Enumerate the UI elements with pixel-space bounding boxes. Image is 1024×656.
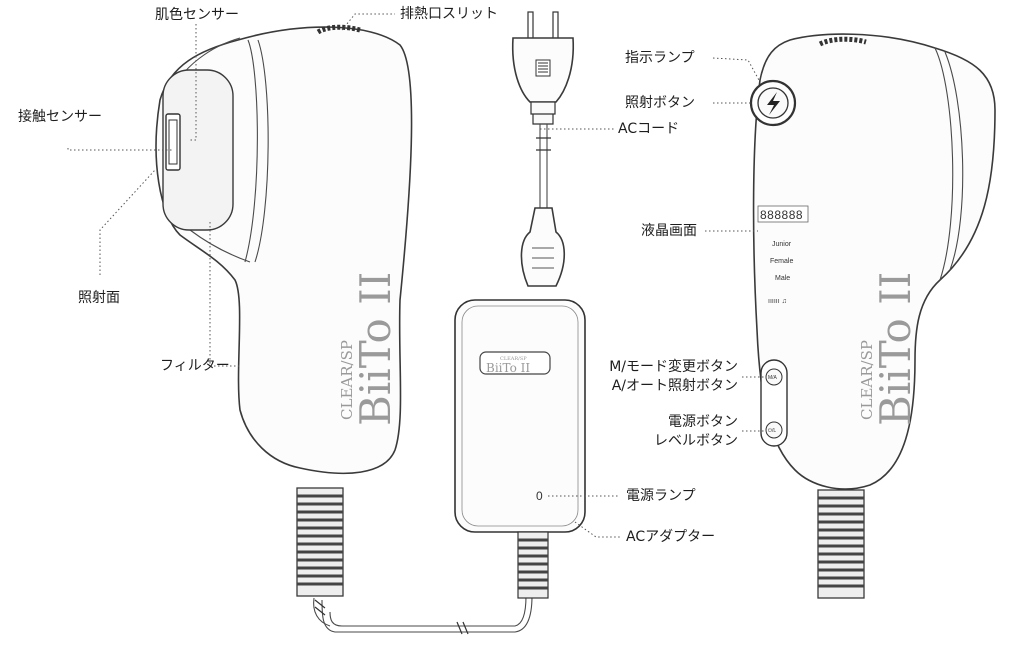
label-power-button: 電源ボタン [668, 414, 738, 430]
lcd-digits: 888888 [760, 208, 803, 222]
contact-sensor-part [165, 113, 181, 171]
lcd-mode-female: Female [770, 258, 793, 265]
label-contact-sensor: 接触センサー [18, 109, 102, 125]
label-irradiation-surface: 照射面 [78, 290, 120, 306]
label-irradiation-button: 照射ボタン [625, 95, 695, 111]
label-filter: フィルター [160, 358, 230, 374]
left-brand-small: CLEAR/SP [338, 340, 356, 420]
ac-connector [520, 207, 566, 287]
left-device: CLEAR/SP BiiTo II [155, 24, 533, 633]
plug-and-adapter: CLEAR/SP BiiTo II 0 [314, 11, 586, 635]
right-device: 888888 Junior Female Male ıııııı ♫ M/A ⏻… [749, 33, 996, 599]
power-button[interactable] [765, 421, 783, 439]
lcd-level-indicator: ıııııı ♫ [768, 298, 787, 305]
lcd-mode-junior: Junior [772, 241, 792, 248]
power-lamp-indicator: 0 [536, 489, 543, 503]
mode-button-label: M/A [768, 375, 778, 381]
label-skin-color-sensor: 肌色センサー [155, 7, 239, 23]
lightning-icon [767, 92, 780, 115]
label-lcd-screen: 液晶画面 [641, 223, 697, 239]
label-auto-irradiation-button: A/オート照射ボタン [611, 378, 738, 394]
cord-device-to-adapter [321, 595, 533, 633]
label-power-lamp: 電源ランプ [626, 488, 696, 504]
left-brand-large: BiiTo II [351, 272, 400, 426]
mode-button[interactable] [765, 368, 783, 386]
lcd-screen-panel [757, 205, 809, 223]
right-brand-small: CLEAR/SP [858, 340, 876, 420]
right-brand-large: BiiTo II [871, 272, 920, 426]
right-device-body [752, 33, 996, 490]
label-ac-adapter: ACアダプター [626, 529, 716, 545]
ac-adapter-box [454, 299, 586, 533]
power-button-label: ⏻/L [768, 428, 776, 434]
leader-lines [67, 13, 766, 538]
adapter-brand-large: BiiTo II [486, 361, 530, 375]
adapter-logo-plate [479, 351, 551, 375]
label-mode-change-button: M/モード変更ボタン [609, 359, 738, 375]
right-exhaust-slit [818, 36, 867, 47]
left-cord-strain-relief [296, 487, 344, 627]
label-indicator-lamp: 指示ランプ [625, 50, 695, 66]
adapter-brand-small: CLEAR/SP [500, 356, 527, 362]
label-level-button: レベルボタン [654, 433, 738, 449]
label-exhaust-slit: 排熱口スリット [400, 6, 498, 22]
lcd-mode-male: Male [775, 275, 790, 282]
ac-cord-line [539, 124, 548, 210]
label-ac-cord: ACコード [618, 121, 680, 137]
